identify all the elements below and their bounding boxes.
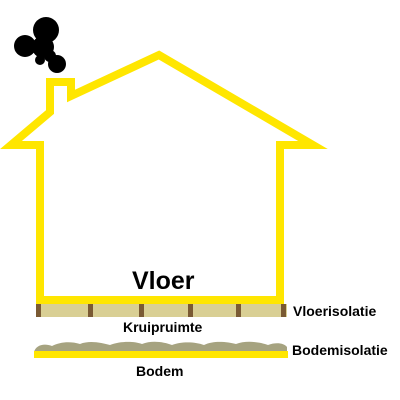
ground-label: Bodem (136, 363, 184, 379)
floor-joist (36, 304, 41, 317)
floor-label: Vloer (132, 267, 195, 295)
ground-insulation-label: Bodemisolatie (292, 342, 388, 358)
smoke-icon (14, 17, 66, 73)
floor-joist (88, 304, 93, 317)
floor-insulation-layer (36, 304, 287, 317)
floor-joist (236, 304, 241, 317)
crawlspace-label: Kruipruimte (123, 319, 203, 335)
floor-joists (36, 304, 286, 317)
floor-joist (281, 304, 286, 317)
floor-joist (139, 304, 144, 317)
ground-insulation-layer (34, 341, 287, 352)
floor-joist (188, 304, 193, 317)
ground-line (34, 351, 288, 358)
floor-insulation-label: Vloerisolatie (293, 303, 377, 319)
house-outline-icon (0, 50, 328, 304)
